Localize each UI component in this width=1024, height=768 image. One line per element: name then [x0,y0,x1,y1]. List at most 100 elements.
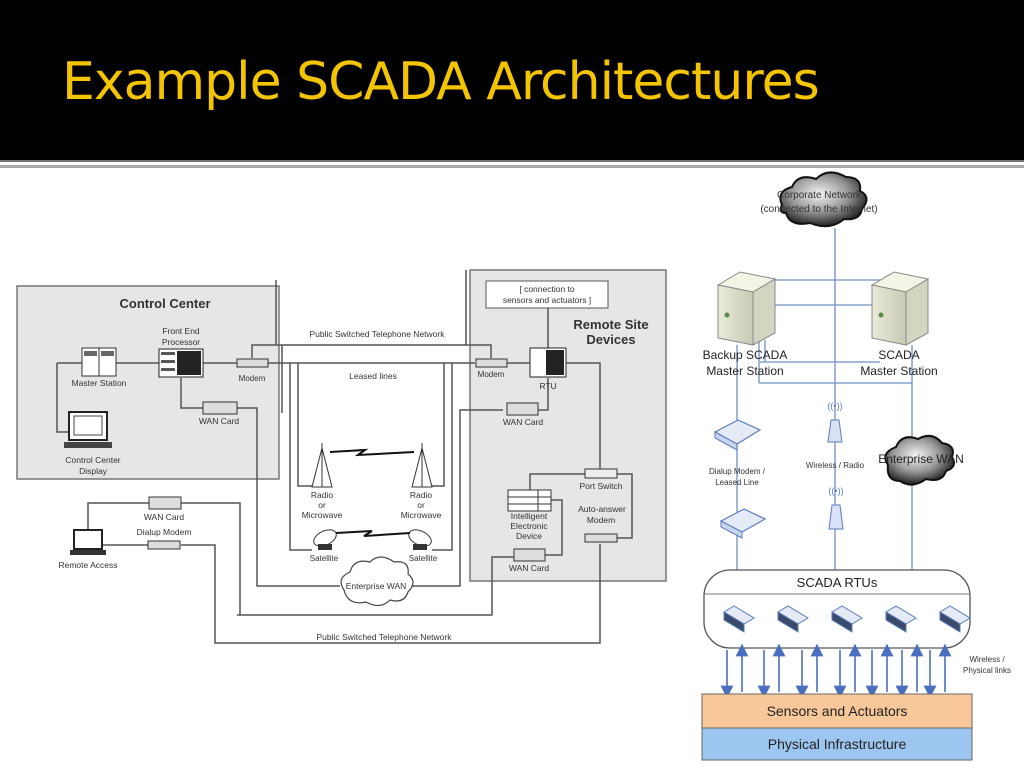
backup-master-label-1: Backup SCADA [703,348,788,362]
pstn-top-label: Public Switched Telephone Network [310,329,446,339]
remote-wan-card-1-icon [506,402,539,416]
radio-right-label-1: Radio [410,490,432,500]
rtu-device-icon [939,605,971,633]
rtu-icon [529,347,567,378]
remote-site-title-1: Remote Site [573,317,648,332]
left-architecture-diagram: Control Center Remote Site Devices [ con… [16,269,667,644]
remote-access-label: Remote Access [58,560,117,570]
satellite-link-bolt [335,530,411,537]
dialup-label-2: Leased Line [715,478,759,487]
wireless-label: Wireless / Radio [806,461,865,470]
dialup-modem-bottom-icon [719,508,767,539]
sensors-actuators-label: Sensors and Actuators [767,703,908,719]
radio-left-label-3: Microwave [302,510,343,520]
dialup-modem-label: Dialup Modem [137,527,192,537]
connection-label-1: [ connection to [519,284,575,294]
remote-wan-card-2-label: WAN Card [509,563,550,573]
remote-site-box [469,269,667,582]
master-station-icon [81,347,117,377]
svg-text:((•)): ((•)) [827,401,842,411]
ied-label-3: Device [516,531,542,541]
enterprise-wan-cloud-right [884,434,955,486]
rtu-device-icon [723,605,755,633]
rtu-device-icon [831,605,863,633]
dialup-modem-icon [147,540,181,550]
connection-label-2: sensors and actuators ] [503,295,591,305]
control-display-icon [64,411,112,448]
backup-master-label-2: Master Station [706,364,783,378]
radio-right-label-3: Microwave [401,510,442,520]
corporate-network-label-2: (connected to the Internet) [760,204,877,215]
scada-rtus-label: SCADA RTUs [797,575,878,590]
rtu-icons [723,605,971,633]
satellite-left-icon [313,529,337,550]
modem-icon [236,358,269,368]
fep-label-2: Processor [162,337,200,347]
header-divider-shadow [0,165,1024,168]
physical-infrastructure-label: Physical Infrastructure [768,736,907,752]
antenna-bottom-icon: ((•)) [828,486,844,530]
port-switch-label: Port Switch [580,481,623,491]
port-switch-icon [584,468,618,479]
corporate-network-cloud [779,171,868,228]
fep-label-1: Front End [162,326,200,336]
radio-tower-right-icon [411,443,433,488]
display-label-2: Display [79,466,108,476]
sensors-actuators-bar [701,693,973,729]
radio-left-label-1: Radio [311,490,333,500]
wan-card-icon [202,401,238,415]
remote-wan-card-label: WAN Card [144,512,185,522]
remote-site-title-2: Devices [586,332,635,347]
modem-label: Modem [239,374,266,383]
wan-card-label: WAN Card [199,416,240,426]
satellite-left-label: Satellite [310,554,339,563]
svg-text:((•)): ((•)) [828,486,843,496]
right-architecture-diagram: Corporate Network (connected to the Inte… [701,171,1011,761]
enterprise-wan-cloud [340,556,414,607]
display-label-1: Control Center [65,455,120,465]
antenna-top-icon: ((•)) [827,401,843,443]
corporate-network-label-1: Corporate Network [777,190,862,201]
rtu-label: RTU [539,381,556,391]
master-label-2: Master Station [860,364,937,378]
enterprise-wan-label: Enterprise WAN [346,581,407,591]
auto-answer-label-1: Auto-answer [578,504,626,514]
dialup-modem-top-icon [713,419,762,451]
front-end-processor-icon [158,348,204,378]
link-arrows [720,643,952,699]
radio-left-label-2: or [318,500,326,510]
remote-wan-card-1-label: WAN Card [503,417,544,427]
master-station-label: Master Station [72,378,127,388]
enterprise-wan-right-label: Enterprise WAN [878,452,964,466]
ied-label-1: Intelligent [511,511,548,521]
radio-right-label-2: or [417,500,425,510]
rtu-device-icon [777,605,809,633]
network-wires [56,270,633,644]
slide-header [0,0,1024,160]
remote-modem-label: Modem [478,370,505,379]
ied-icon [507,489,552,512]
dialup-label-1: Dialup Modem / [709,467,766,476]
links-label-2: Physical links [963,666,1011,675]
header-divider [0,160,1024,162]
radio-link-bolt [329,448,415,457]
auto-answer-modem-icon [584,533,618,543]
remote-wan-card-2-icon [513,548,546,562]
master-label-1: SCADA [878,348,919,362]
satellite-right-label: Satellite [409,554,438,563]
leased-lines-label: Leased lines [349,371,397,381]
control-center-box [16,285,280,480]
links-label-1: Wireless / [969,655,1005,664]
backup-master-server-icon [716,271,777,346]
ied-label-2: Electronic [510,521,548,531]
remote-wan-card-icon [148,496,182,510]
sensor-connection-box [485,280,609,309]
control-center-title: Control Center [120,296,211,311]
master-server-icon [870,271,930,346]
satellite-right-icon [408,529,432,550]
physical-infrastructure-bar [701,727,973,761]
pstn-bottom-label: Public Switched Telephone Network [317,632,453,642]
rtu-device-icon [885,605,917,633]
radio-tower-left-icon [311,443,333,488]
